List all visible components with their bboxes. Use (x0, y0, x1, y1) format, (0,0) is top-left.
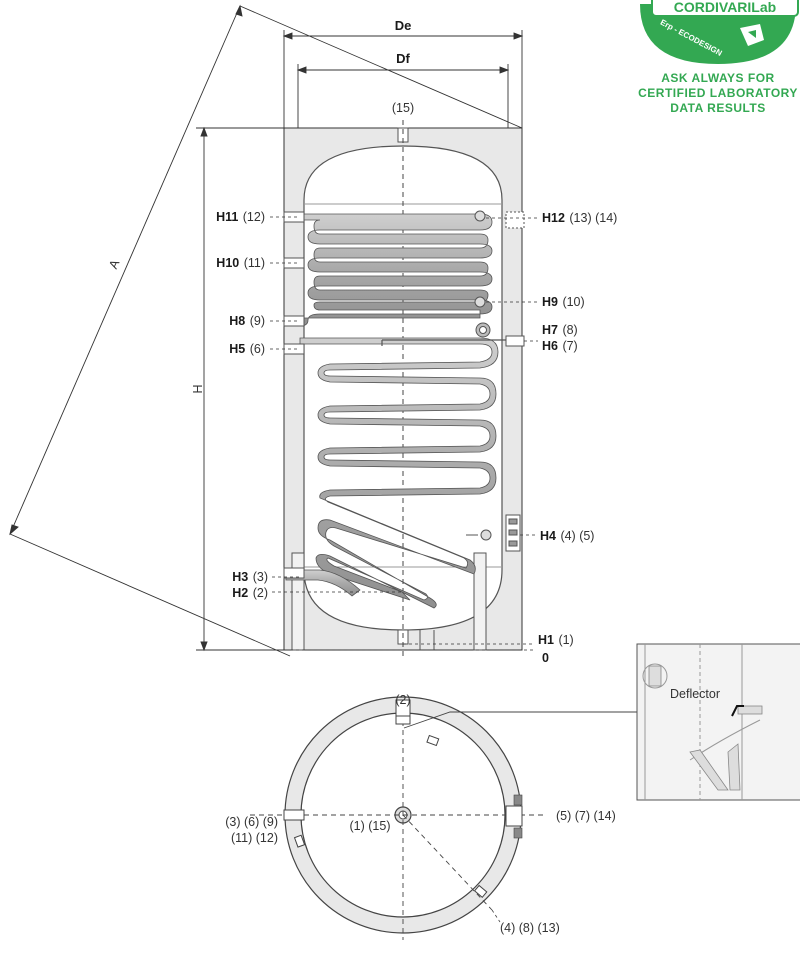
plan-label-left-2: (11) (12) (231, 831, 278, 845)
label-h1: H1 (1) (538, 631, 574, 648)
certified-notice: ASK ALWAYS FOR CERTIFIED LABORATORY DATA… (638, 71, 798, 115)
dim-h-label: H (191, 384, 205, 393)
detail-leader (403, 711, 640, 729)
label-h8: H8 (9) (229, 312, 265, 329)
plan-label-right: (5) (7) (14) (556, 809, 616, 823)
label-h6: H6 (7) (542, 337, 578, 354)
plan-label-top: (2) (395, 693, 410, 707)
label-h12: H12 (13) (14) (542, 209, 617, 226)
label-h9: H9 (10) (542, 293, 585, 310)
logo-brand-text: CORDIVARILab (674, 0, 776, 15)
leader-lines (270, 216, 538, 645)
dim-df-label: Df (396, 51, 410, 66)
label-zero: 0 (542, 651, 549, 665)
upper-coil (299, 213, 493, 327)
cordivari-lab-logo: CORDIVARILab Erp - ECODESIGN (640, 0, 799, 64)
sensor-wells (474, 210, 492, 541)
notice-line-1: ASK ALWAYS FOR (661, 71, 774, 85)
notice-line-2: CERTIFIED LABORATORY (638, 86, 798, 100)
dim-de-label: De (395, 18, 412, 33)
dimension-lines (9, 4, 524, 657)
plan-label-diagonal: (4) (8) (13) (500, 921, 560, 935)
tank-plan-view (250, 696, 545, 940)
label-h7: H7 (8) (542, 321, 578, 338)
plan-label-center: (1) (15) (350, 819, 391, 833)
deflector-detail-inset (636, 643, 800, 801)
label-h3: H3 (3) (232, 568, 268, 585)
right-connection-labels: H12 (13) (14) H9 (10) H7 (8) H6 (7) H4 (… (538, 209, 617, 665)
label-h11: H11 (12) (216, 208, 265, 225)
notice-line-3: DATA RESULTS (670, 101, 766, 115)
right-leg (473, 552, 487, 651)
label-h5: H5 (6) (229, 340, 265, 357)
plan-label-left-1: (3) (6) (9) (225, 815, 278, 829)
top-connection-label: (15) (392, 101, 414, 115)
label-h4: H4 (4) (5) (540, 527, 594, 544)
dim-a-label: A (106, 257, 122, 271)
left-connection-labels: H11 (12) H10 (11) H8 (9) H5 (6) H3 (3) H… (216, 208, 268, 601)
label-h10: H10 (11) (216, 254, 265, 271)
detail-deflector-label: Deflector (670, 687, 720, 701)
label-h2: H2 (2) (232, 584, 268, 601)
